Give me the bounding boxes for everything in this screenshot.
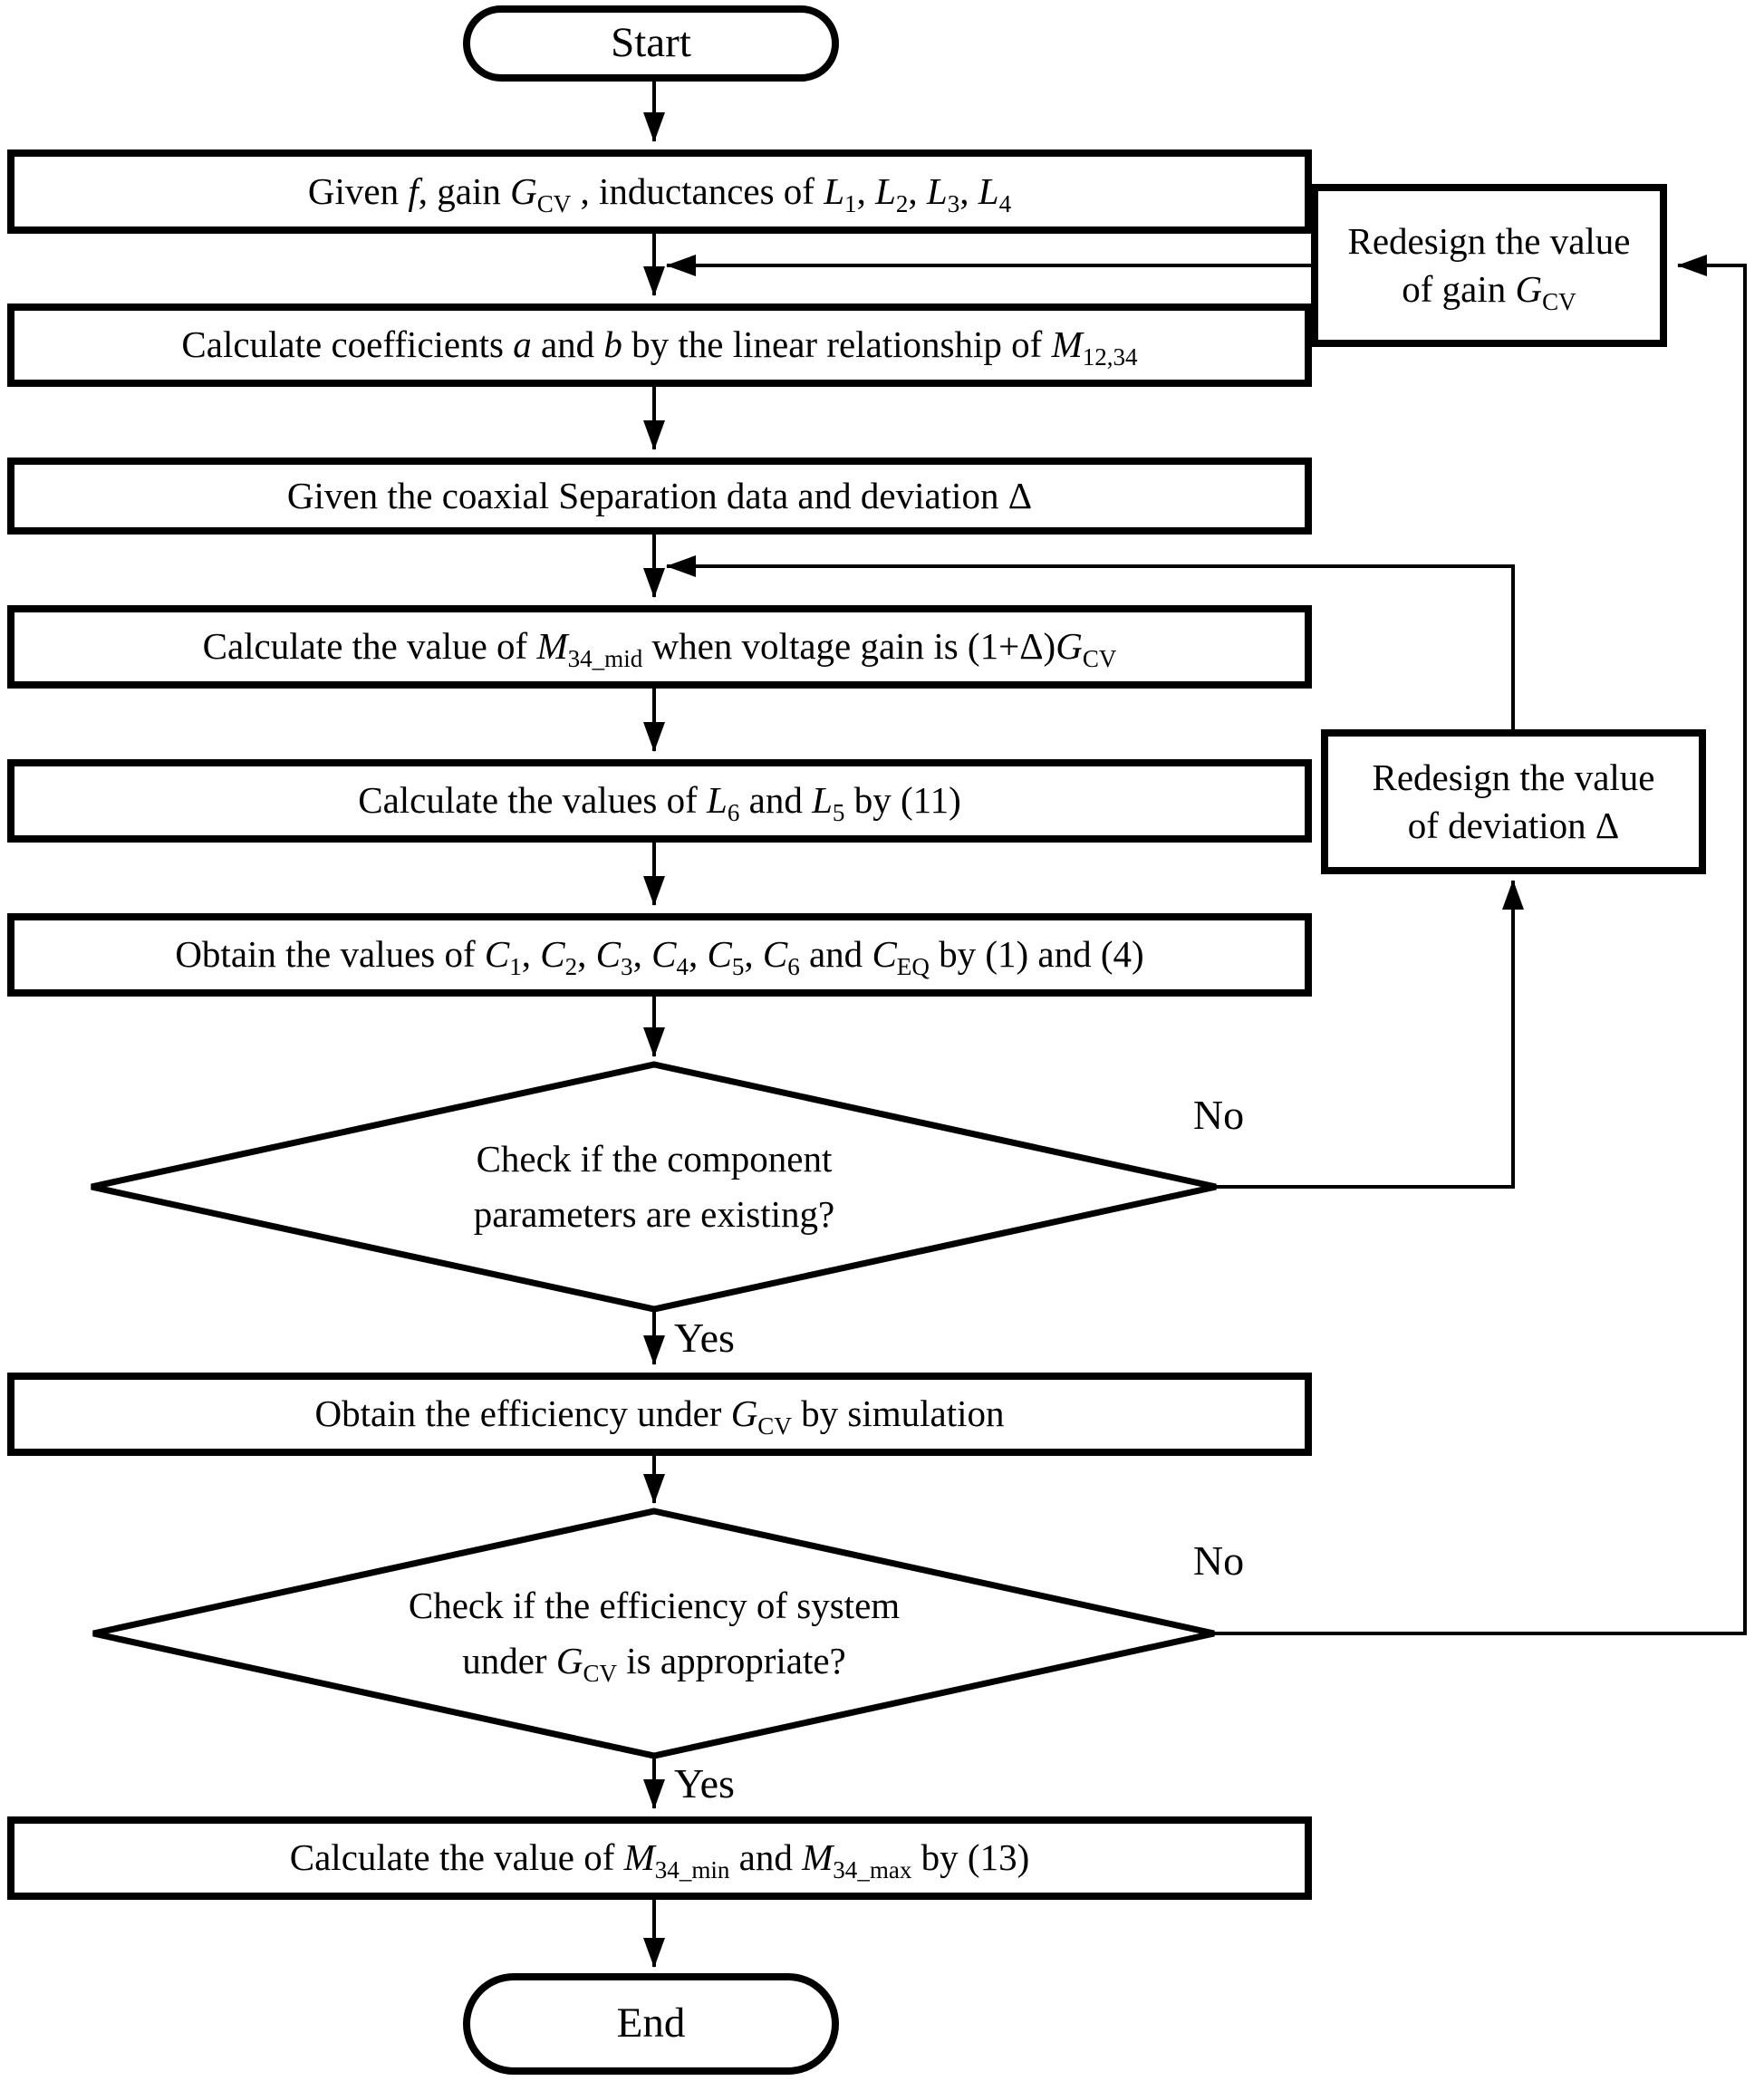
process-separation-data-label: Given the coaxial Separation data and de… xyxy=(286,474,1033,516)
process-obtain-efficiency-label: Obtain the efficiency under GCV by simul… xyxy=(314,1392,1005,1440)
edge-redesign-deviation-merge xyxy=(666,555,1515,729)
process-calculate-coefficients: Calculate coefficients a and b by the li… xyxy=(7,303,1312,387)
no-label: No xyxy=(1192,1092,1245,1138)
process-separation-data: Given the coaxial Separation data and de… xyxy=(7,458,1312,535)
label-yes-decision2: Yes xyxy=(674,1763,735,1805)
process-obtain-capacitances: Obtain the values of C1, C2, C3, C4, C5,… xyxy=(7,913,1312,997)
process-calculate-m34mid: Calculate the value of M34_mid when volt… xyxy=(7,605,1312,689)
process-calculate-coefficients-label: Calculate coefficients a and b by the li… xyxy=(181,323,1138,371)
label-no-decision2: No xyxy=(1169,1540,1268,1582)
process-calculate-m34mid-label: Calculate the value of M34_mid when volt… xyxy=(202,625,1117,673)
no-label: No xyxy=(1192,1537,1245,1584)
start-label: Start xyxy=(611,19,691,67)
process-obtain-capacitances-label: Obtain the values of C1, C2, C3, C4, C5,… xyxy=(175,933,1144,981)
label-yes-decision1: Yes xyxy=(674,1317,735,1359)
process-calculate-l6-l5: Calculate the values of L6 and L5 by (11… xyxy=(7,759,1312,843)
decision-component-parameters-shape xyxy=(91,1061,1217,1313)
process-given-inputs: Given f, gain GCV , inductances of L1, L… xyxy=(7,149,1312,234)
end-terminator: End xyxy=(463,1973,839,2075)
yes-label: Yes xyxy=(674,1315,735,1361)
process-calculate-l6-l5-label: Calculate the values of L6 and L5 by (11… xyxy=(358,779,961,827)
edge-decision1-no-to-redesign-deviation xyxy=(1216,880,1524,1189)
start-terminator: Start xyxy=(463,5,839,82)
process-obtain-efficiency: Obtain the efficiency under GCV by simul… xyxy=(7,1373,1312,1456)
process-calculate-m34-min-max: Calculate the value of M34_min and M34_m… xyxy=(7,1816,1312,1900)
process-given-inputs-label: Given f, gain GCV , inductances of L1, L… xyxy=(307,169,1012,218)
edge-decision2-no-to-redesign-gain xyxy=(1214,255,1747,1635)
process-calculate-m34-min-max-label: Calculate the value of M34_min and M34_m… xyxy=(289,1836,1030,1884)
end-label: End xyxy=(616,1999,686,2047)
yes-label: Yes xyxy=(674,1760,735,1806)
label-no-decision1: No xyxy=(1169,1094,1268,1136)
decision-efficiency-appropriate-shape xyxy=(92,1508,1215,1759)
